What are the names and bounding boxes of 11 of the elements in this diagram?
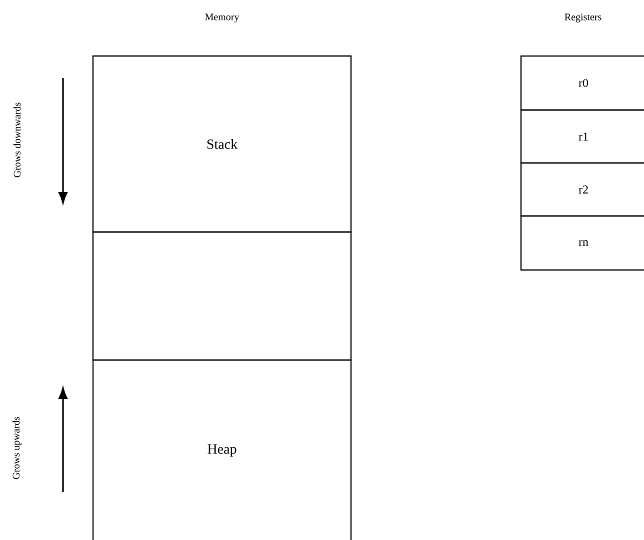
direction-label: Grows downwards xyxy=(13,102,21,178)
column-heading: Registers xyxy=(564,14,602,22)
stack-segment: Stack xyxy=(92,55,352,233)
register-cell: r2 xyxy=(520,162,644,217)
free-memory-segment xyxy=(92,231,352,361)
register-cell: r1 xyxy=(520,109,644,164)
direction-label: Grows upwards xyxy=(12,416,22,480)
column-heading: Memory xyxy=(205,14,240,22)
register-cell: rn xyxy=(520,215,644,271)
register-cell: r0 xyxy=(520,55,644,111)
heap-segment: Heap xyxy=(92,359,352,540)
